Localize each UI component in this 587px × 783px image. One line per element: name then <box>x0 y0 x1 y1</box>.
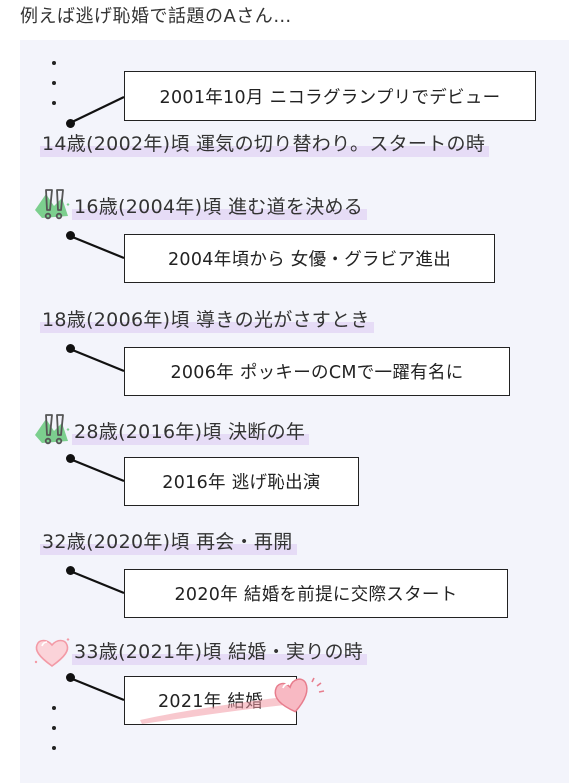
timeline-node <box>66 454 75 463</box>
event-box: 2016年 逃げ恥出演 <box>124 457 359 506</box>
ellipsis-dot <box>52 101 56 105</box>
age-label: 16歳(2004年)頃 進む道を決める <box>72 194 368 220</box>
ellipsis-dot <box>52 61 56 65</box>
timeline-node <box>66 566 75 575</box>
ellipsis-dot <box>52 726 56 730</box>
ellipsis-dot <box>52 81 56 85</box>
age-label: 18歳(2006年)頃 導きの光がさすとき <box>40 307 374 333</box>
age-label: 28歳(2016年)頃 決断の年 <box>72 419 310 445</box>
age-label: 33歳(2021年)頃 結婚・実りの時 <box>72 639 368 665</box>
heart-icon <box>32 634 72 670</box>
event-box: 2001年10月 ニコラグランプリでデビュー <box>124 71 536 121</box>
pink-brush-stroke <box>136 690 296 726</box>
ellipsis-dot <box>52 746 56 750</box>
ellipsis-dot <box>52 706 56 710</box>
double-exclamation-icon <box>32 411 72 447</box>
timeline-node <box>66 231 75 240</box>
timeline-node <box>66 344 75 353</box>
double-exclamation-icon <box>32 186 72 222</box>
event-box: 2020年 結婚を前提に交際スタート <box>124 569 508 618</box>
age-label: 32歳(2020年)頃 再会・再開 <box>40 529 297 555</box>
page-title: 例えば逃げ恥婚で話題のAさん… <box>20 6 292 27</box>
age-label: 14歳(2002年)頃 運気の切り替わり。スタートの時 <box>40 131 490 157</box>
event-box: 2006年 ポッキーのCMで一躍有名に <box>124 347 510 396</box>
timeline-node <box>66 673 75 682</box>
heart-icon <box>270 670 330 716</box>
event-box: 2004年頃から 女優・グラビア進出 <box>124 234 495 283</box>
timeline-node <box>66 119 75 128</box>
